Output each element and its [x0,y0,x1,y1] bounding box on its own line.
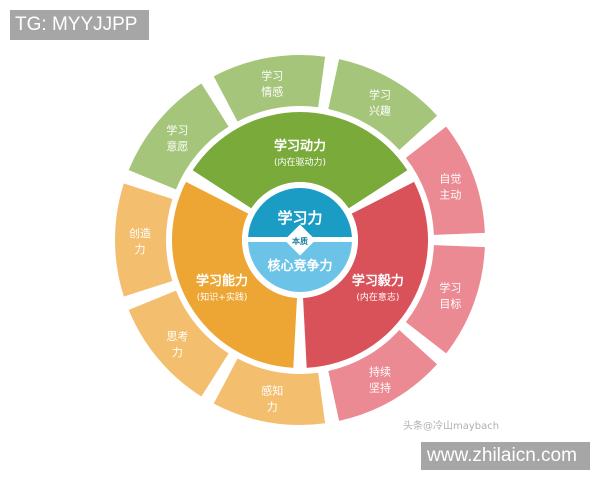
outer-label: 力 [135,243,146,256]
outer-label: 学习 [166,123,188,137]
outer-segment [328,330,438,421]
outer-label: 创造 [129,226,151,240]
outer-label: 目标 [439,297,461,311]
outer-segment [128,290,229,397]
center-top-half [248,188,352,240]
center-bottom-half [248,240,352,292]
credit-watermark: 头条@冷山maybach [403,421,500,432]
outer-segment [213,54,326,122]
sector-perseverance [303,181,428,368]
sector-title: 学习能力 [196,273,248,289]
center-circle: 学习力 本质 核心竞争力 [242,182,358,298]
sector-subtitle: (知识+实践) [197,291,248,303]
watermark-top-left: TG: MYYJJPP [10,10,149,40]
sector-motivation [192,112,408,209]
outer-label: 学习 [261,68,283,82]
outer-label: 力 [172,346,183,359]
outer-segment [213,358,326,425]
middle-ring [171,112,428,368]
outer-segment [328,59,438,150]
sector-ability [171,181,297,368]
outer-segment [115,183,173,297]
center-divider-label: 本质 [291,236,308,246]
watermark-bottom-right: www.zhilaicn.com [421,442,590,470]
sector-title: 学习毅力 [352,273,404,289]
divider-diamond [284,224,316,256]
outer-segment [128,83,229,190]
outer-label: 学习 [369,87,391,101]
outer-label: 思考 [166,330,188,343]
center-top-label: 学习力 [277,209,322,227]
outer-segment [405,126,485,235]
outer-label: 感知 [261,384,283,398]
center-bottom-label: 核心竞争力 [267,258,332,274]
outer-label: 主动 [439,188,461,201]
outer-label: 自觉 [439,172,461,185]
outer-label: 学习 [439,281,461,295]
outer-label: 情感 [261,85,283,98]
outer-ring [115,54,485,425]
outer-label: 坚持 [369,381,391,395]
outer-segment [405,245,485,354]
outer-label: 持续 [369,365,391,379]
outer-label: 力 [267,401,278,414]
sector-title: 学习动力 [274,138,326,154]
sector-subtitle: (内在意志) [356,291,399,303]
sector-labels: 学习动力(内在驱动力)学习意愿学习情感学习兴趣学习毅力(内在意志)自觉主动学习目… [129,68,461,413]
sector-subtitle: (内在驱动力) [274,156,326,168]
outer-label: 意愿 [166,139,188,153]
outer-label: 兴趣 [369,103,391,117]
